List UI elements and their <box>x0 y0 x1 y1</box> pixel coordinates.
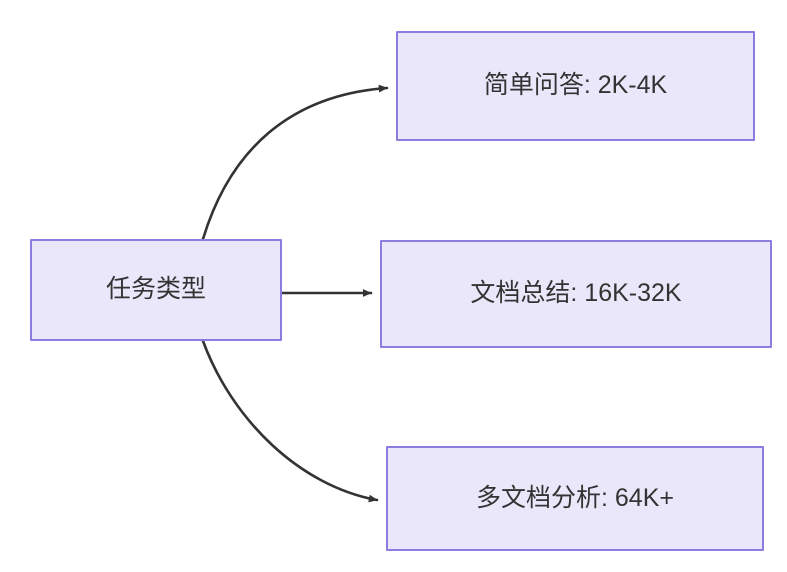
node-doc-summary-label: 文档总结: 16K-32K <box>470 279 682 308</box>
node-multi-doc-analysis[interactable]: 多文档分析: 64K+ <box>386 446 764 551</box>
node-simple-qa[interactable]: 简单问答: 2K-4K <box>396 31 755 141</box>
edge-source-to-multi-doc <box>201 339 379 503</box>
edge-source-to-simple-qa <box>201 84 389 241</box>
node-multi-doc-analysis-label: 多文档分析: 64K+ <box>476 483 674 512</box>
node-task-type[interactable]: 任务类型 <box>30 239 282 341</box>
node-simple-qa-label: 简单问答: 2K-4K <box>483 71 668 100</box>
node-task-type-label: 任务类型 <box>105 275 206 304</box>
node-doc-summary[interactable]: 文档总结: 16K-32K <box>380 240 772 348</box>
